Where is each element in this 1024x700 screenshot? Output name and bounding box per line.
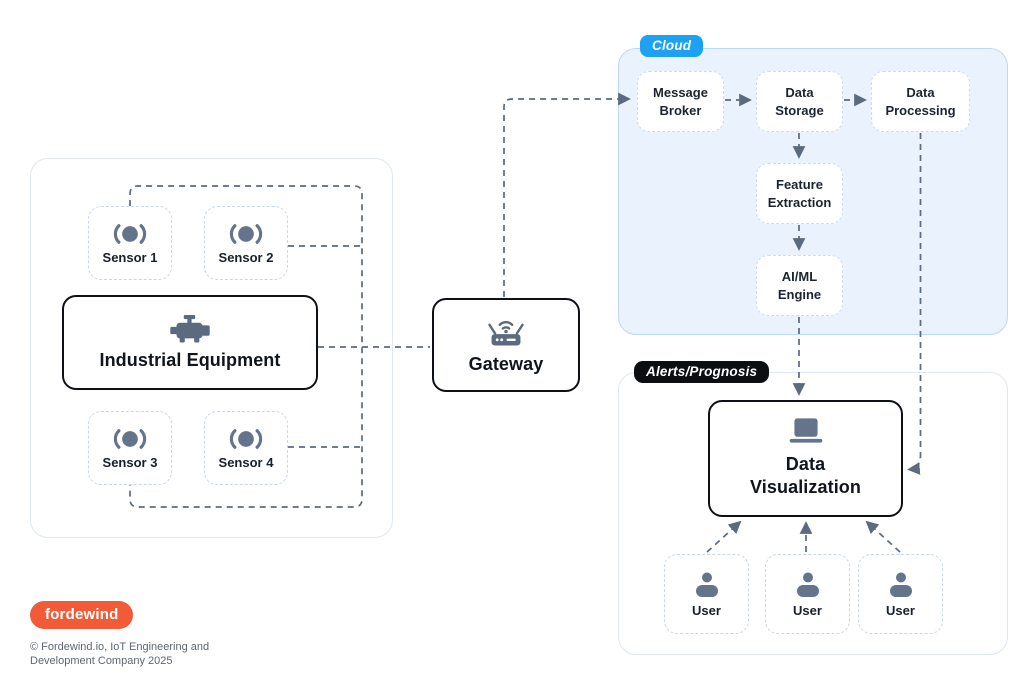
sensor-label: Sensor 4 [218, 454, 274, 470]
fordewind-logo: fordewind [30, 601, 134, 629]
user-label: User [793, 602, 822, 618]
sensor-icon [229, 223, 263, 244]
user-icon [695, 572, 718, 597]
sensor-icon [113, 428, 147, 449]
node-sensor-2: Sensor 2 [204, 206, 288, 280]
alerts-prognosis-badge: Alerts/Prognosis [634, 361, 770, 383]
user-icon [889, 572, 912, 597]
wire-gateway-broker [503, 92, 631, 297]
node-ai-ml-engine: AI/ML Engine [756, 255, 843, 316]
cloud-badge: Cloud [640, 35, 704, 57]
data-processing-label: Data Processing [885, 84, 956, 118]
sensor-label: Sensor 3 [102, 454, 158, 470]
router-icon [488, 321, 524, 346]
user-label: User [692, 602, 721, 618]
node-sensor-1: Sensor 1 [88, 206, 172, 280]
node-message-broker: Message Broker [637, 71, 724, 132]
engine-icon [170, 314, 210, 342]
node-sensor-4: Sensor 4 [204, 411, 288, 485]
equipment-label: Industrial Equipment [99, 349, 281, 370]
data-visualization-label: Data Visualization [750, 453, 861, 497]
user-icon [796, 572, 819, 597]
node-gateway: Gateway [432, 298, 580, 392]
node-data-processing: Data Processing [871, 71, 970, 132]
sensor-label: Sensor 1 [102, 249, 158, 265]
node-data-storage: Data Storage [756, 71, 843, 132]
node-user-1: User [664, 554, 749, 634]
ai-ml-engine-label: AI/ML Engine [777, 268, 822, 302]
node-feature-extraction: Feature Extraction [756, 163, 843, 224]
node-industrial-equipment: Industrial Equipment [62, 295, 318, 390]
data-storage-label: Data Storage [775, 84, 824, 118]
message-broker-label: Message Broker [653, 84, 708, 118]
user-label: User [886, 602, 915, 618]
node-data-visualization: Data Visualization [708, 400, 903, 517]
gateway-label: Gateway [468, 354, 544, 374]
node-user-3: User [858, 554, 943, 634]
node-sensor-3: Sensor 3 [88, 411, 172, 485]
copyright-text: © Fordewind.io, IoT Engineering and Deve… [30, 641, 210, 668]
feature-extraction-label: Feature Extraction [767, 176, 832, 210]
sensor-icon [113, 223, 147, 244]
node-user-2: User [765, 554, 850, 634]
laptop-icon [789, 417, 822, 443]
sensor-icon [229, 428, 263, 449]
sensor-label: Sensor 2 [218, 249, 274, 265]
